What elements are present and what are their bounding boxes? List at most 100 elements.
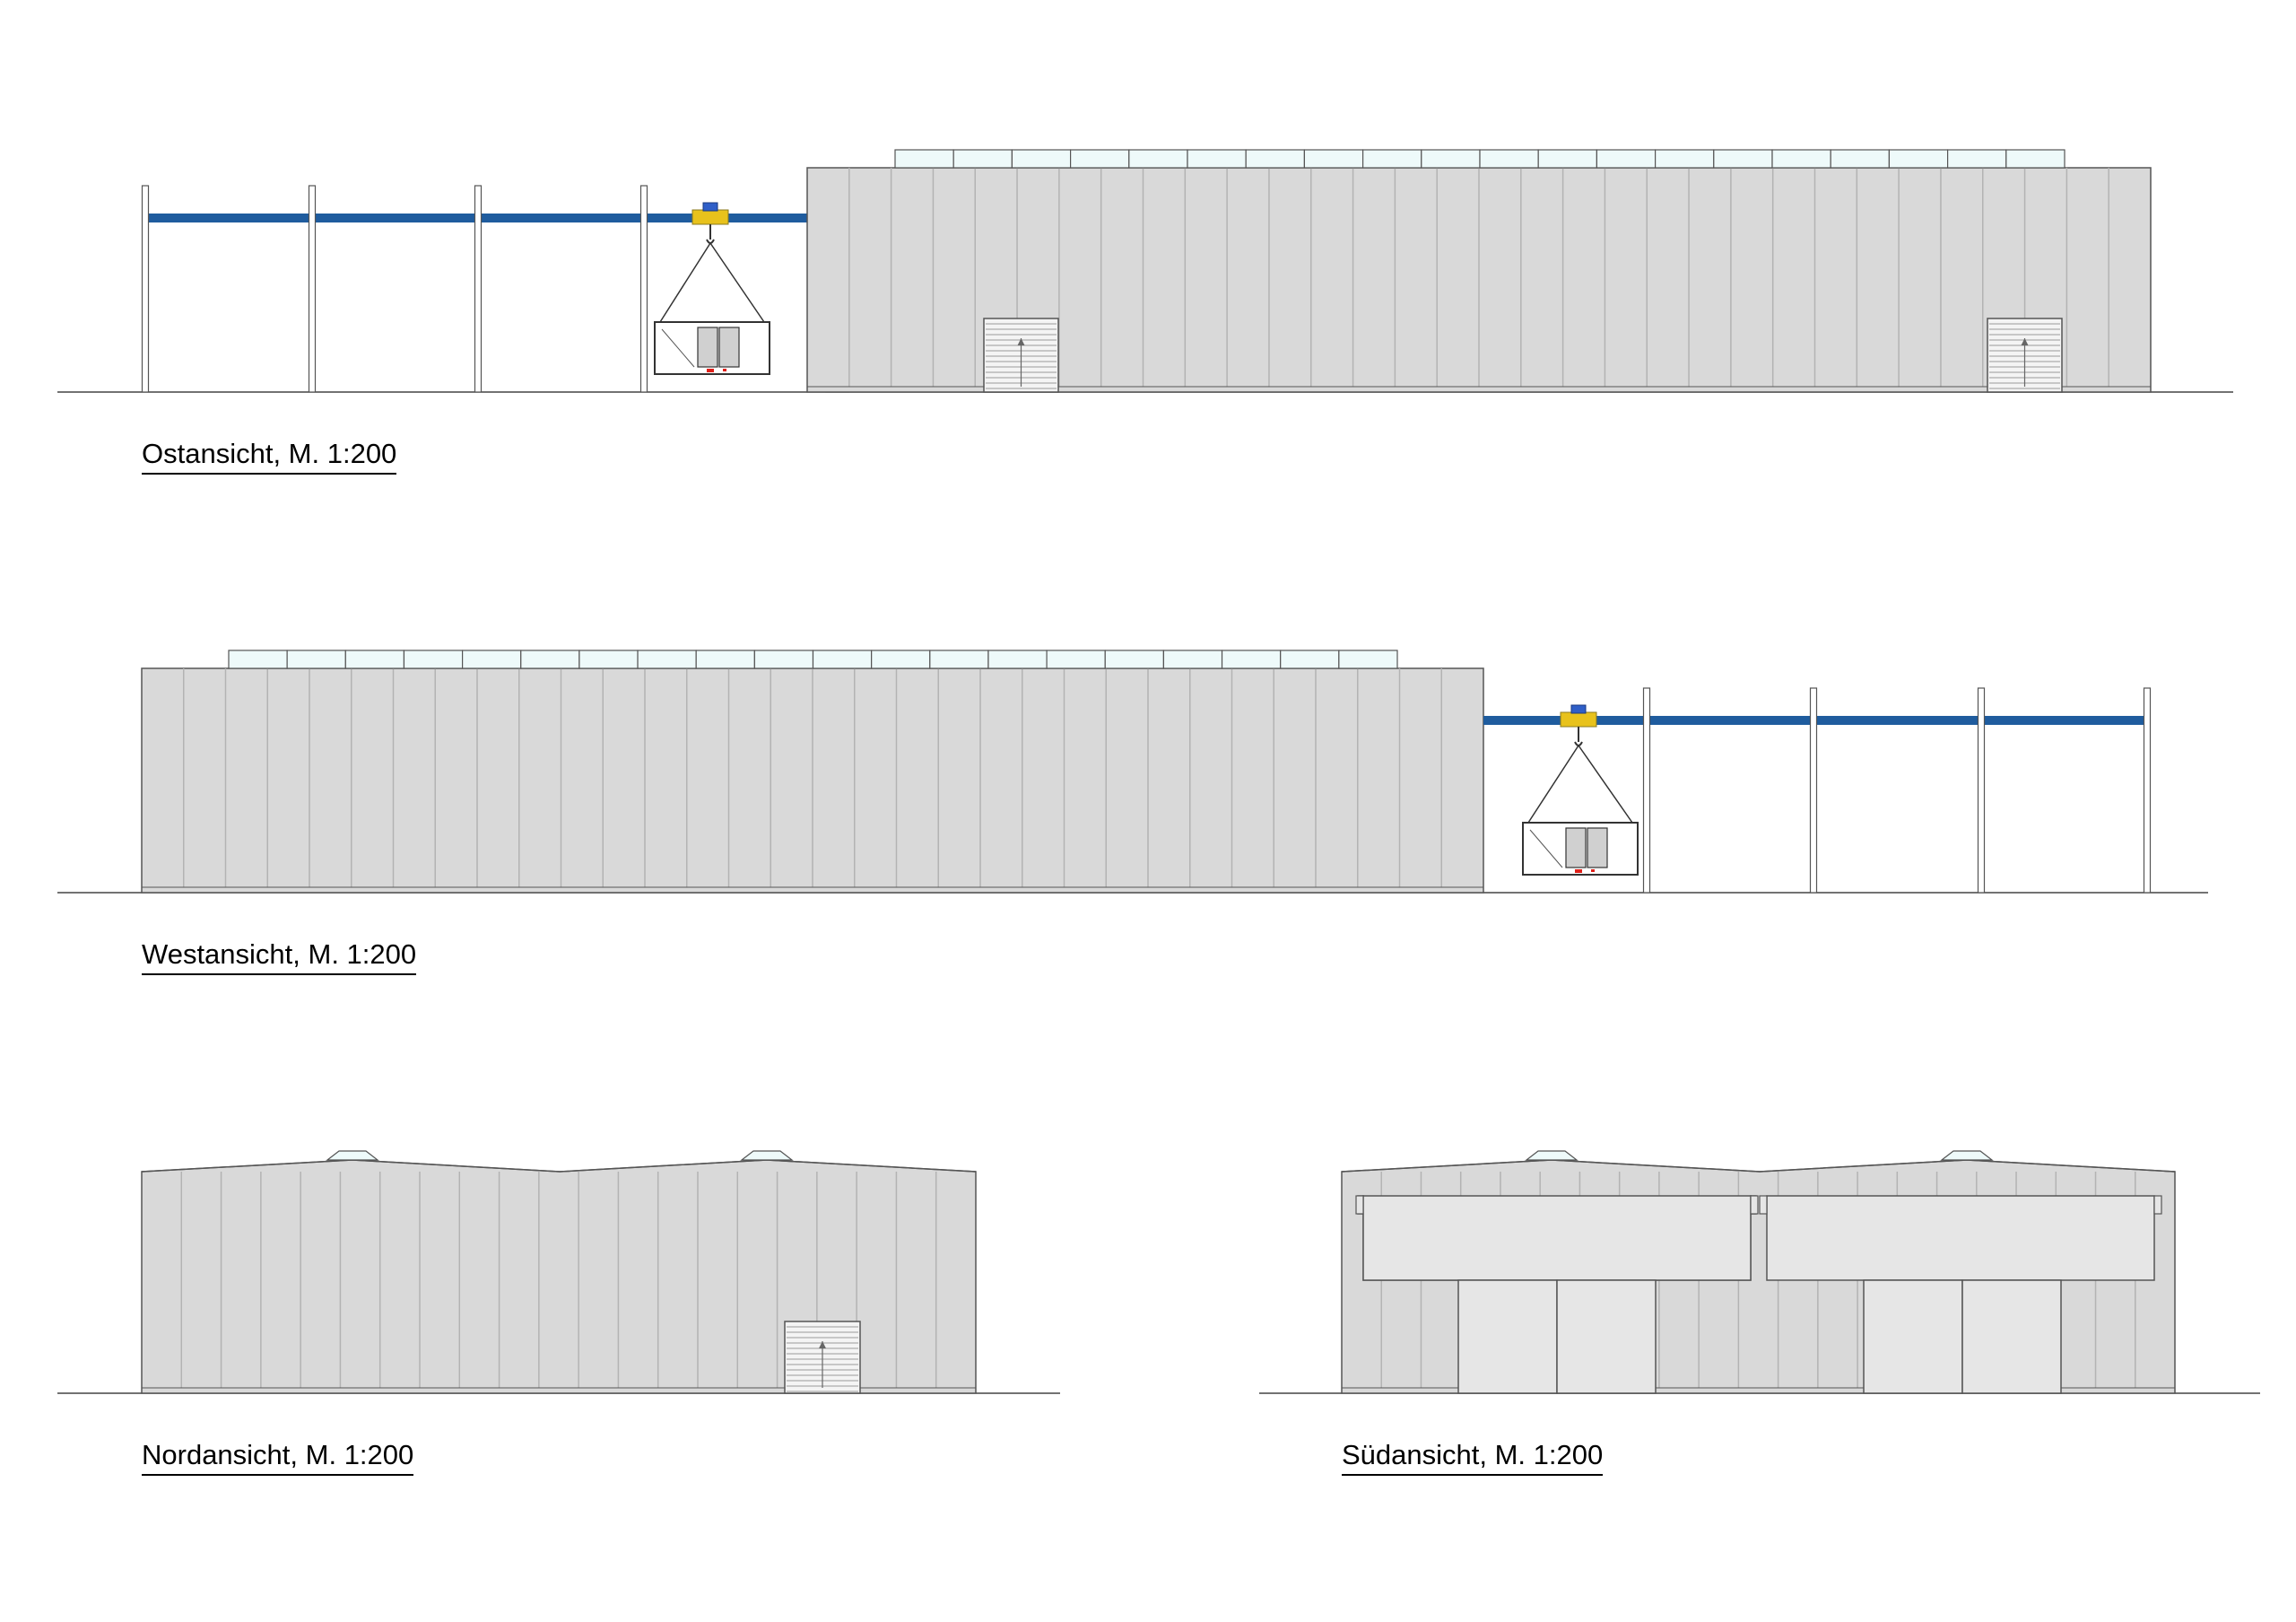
crane-with-load [654, 202, 770, 375]
roof-line [1341, 1159, 2176, 1173]
skylight-panel [520, 650, 580, 669]
steel-column [141, 185, 150, 393]
container-brace [661, 328, 695, 368]
skylight-panel [894, 149, 954, 169]
east-elevation [57, 149, 2233, 393]
skylight-panel [1011, 149, 1072, 169]
entrance-canopy-slab [1766, 1195, 2155, 1281]
skylight-panel [1245, 149, 1305, 169]
ridge-skylight [740, 1150, 794, 1161]
ridge-skylight [1525, 1150, 1578, 1161]
crane-with-load [1522, 704, 1639, 876]
lifting-sling [659, 242, 711, 323]
skylight-panel [1771, 149, 1831, 169]
steel-column [474, 185, 483, 393]
skylight-panel [1069, 149, 1130, 169]
canopy-end [1750, 1195, 1759, 1215]
skylight-panel [1338, 650, 1398, 669]
steel-column [639, 185, 648, 393]
skylight-panel [461, 650, 522, 669]
door-arrow-head-icon [1017, 338, 1025, 345]
roof-line [141, 1159, 977, 1173]
skylight-panel [1162, 650, 1223, 669]
steel-column [1977, 687, 1986, 894]
skylight-panel [1596, 149, 1657, 169]
sliding-gate-leaf [1863, 1279, 1963, 1394]
skylight-panel [1104, 650, 1165, 669]
container-unit [1565, 827, 1587, 868]
roller-door [983, 318, 1059, 393]
south-elevation [1259, 1150, 2260, 1394]
canopy-end [2153, 1195, 2162, 1215]
skylight-panel [1361, 149, 1422, 169]
red-marker [1591, 869, 1595, 872]
entrance-canopy-slab [1362, 1195, 1752, 1281]
skylight-panel [344, 650, 405, 669]
steel-column [1642, 687, 1651, 894]
west-elevation-title: Westansicht, M. 1:200 [142, 937, 417, 975]
crane-trolley [1560, 711, 1597, 728]
skylight-panel [1537, 149, 1597, 169]
skylight-panel [1128, 149, 1188, 169]
crane-trolley [691, 209, 729, 225]
skylight-panel [987, 650, 1048, 669]
north-elevation-title: Nordansicht, M. 1:200 [142, 1438, 414, 1476]
canopy-end [1355, 1195, 1364, 1215]
ridge-skylight [326, 1150, 379, 1161]
skylight-panel [929, 650, 989, 669]
skylight-panel [1947, 149, 2007, 169]
skylight-panel [695, 650, 755, 669]
skylight-panel [1654, 149, 1715, 169]
south-elevation-title: Südansicht, M. 1:200 [1342, 1438, 1604, 1476]
crane-motor [702, 202, 718, 212]
door-arrow-head-icon [2021, 338, 2029, 345]
ridge-skylight [1940, 1150, 1994, 1161]
crane-hook-icon [1574, 741, 1583, 746]
north-elevation [57, 1150, 1060, 1394]
lifting-sling [1527, 745, 1579, 824]
skylight-panel [286, 650, 346, 669]
skylight-panel [952, 149, 1013, 169]
roller-door [1987, 318, 2063, 393]
skylight-panel [812, 650, 873, 669]
skylight-panel [637, 650, 697, 669]
skylight-panel [1221, 650, 1282, 669]
door-arrow-head-icon [819, 1341, 826, 1348]
lifting-sling [709, 242, 765, 323]
steel-column [1809, 687, 1818, 894]
skylight-panel [1713, 149, 1773, 169]
sliding-gate-leaf [1961, 1279, 2062, 1394]
container-brace [1529, 829, 1563, 868]
lifting-sling [1578, 745, 1633, 824]
skylight-panel [1303, 149, 1364, 169]
skylight-panel [2005, 149, 2066, 169]
red-marker [723, 369, 726, 371]
skylight-panel [1046, 650, 1106, 669]
east-elevation-title: Ostansicht, M. 1:200 [142, 437, 397, 475]
sliding-gate-leaf [1457, 1279, 1558, 1394]
steel-column [2143, 687, 2152, 894]
skylight-panel [1479, 149, 1539, 169]
skylight-panel [1830, 149, 1890, 169]
roller-door [784, 1321, 861, 1394]
crane-motor [1570, 704, 1587, 714]
container-unit [718, 327, 740, 368]
sliding-gate-leaf [1556, 1279, 1657, 1394]
container-unit [1587, 827, 1608, 868]
skylight-panel [403, 650, 464, 669]
skylight-panel [1187, 149, 1247, 169]
skylight-panel [1421, 149, 1481, 169]
container-unit [697, 327, 718, 368]
crane-hook-icon [706, 239, 715, 244]
skylight-panel [871, 650, 931, 669]
skylight-panel [753, 650, 814, 669]
red-marker [707, 369, 714, 372]
skylight-panel [1280, 650, 1340, 669]
west-elevation [57, 650, 2208, 894]
canopy-end [1759, 1195, 1768, 1215]
skylight-panel [228, 650, 288, 669]
skylight-panel [578, 650, 639, 669]
skylight-panel [1888, 149, 1949, 169]
red-marker [1575, 869, 1582, 873]
